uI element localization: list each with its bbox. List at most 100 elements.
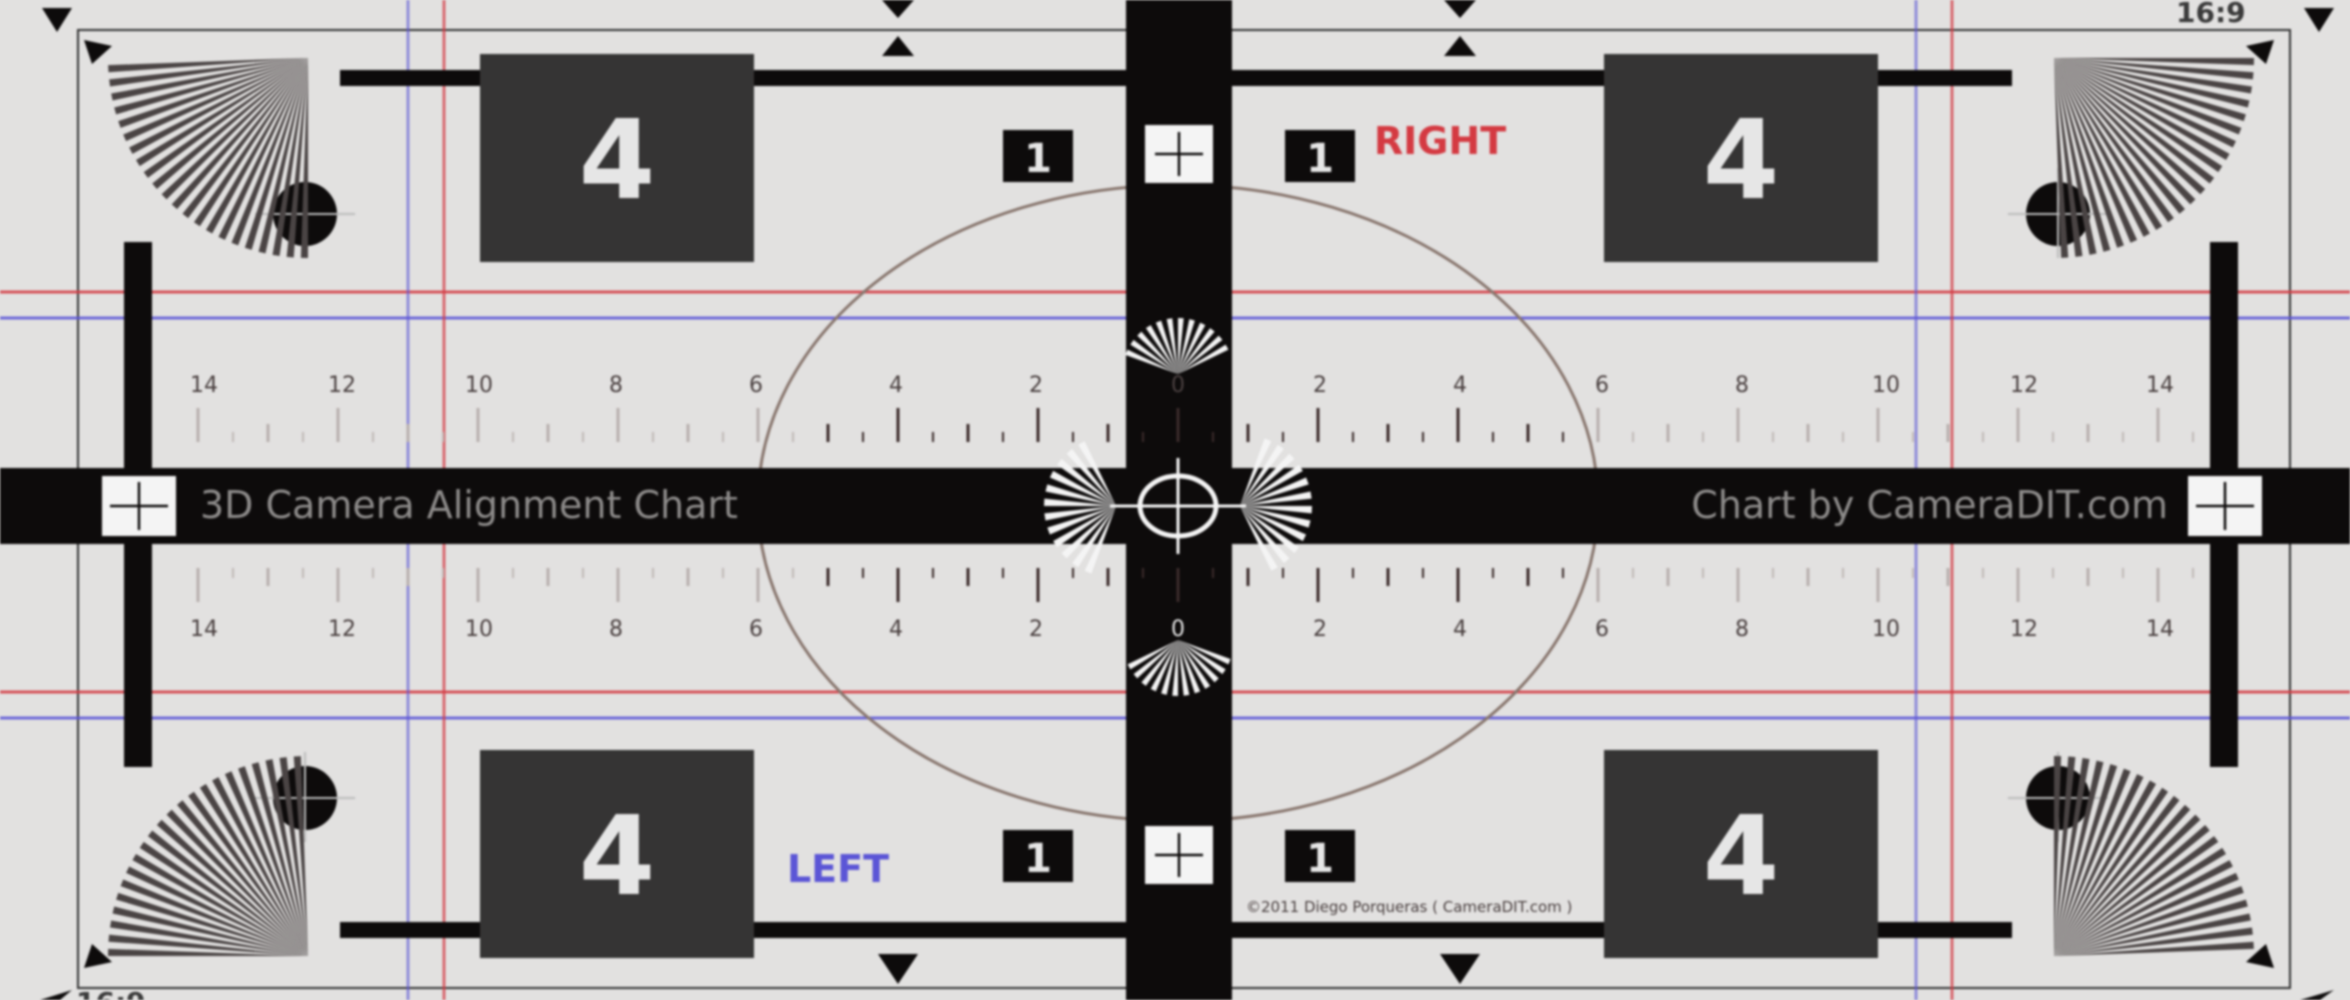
scale-label-zero-bottom: 0 — [1171, 617, 1185, 642]
star-wedge — [1240, 491, 1312, 506]
aspect-ratio-label-bottom: 16:9 — [76, 986, 146, 1000]
star-wedge — [1057, 458, 1116, 506]
star-wedge — [258, 58, 308, 254]
star-wedge — [2054, 804, 2191, 956]
scale-label: 8 — [609, 617, 623, 642]
scale-label: 4 — [889, 617, 903, 642]
scale-label: 12 — [2010, 373, 2038, 398]
star-wedge — [2054, 58, 2097, 255]
star-wedge — [2054, 768, 2131, 956]
scale-ruler-bottom — [196, 568, 2194, 602]
left-label: LEFT — [787, 847, 889, 891]
star-wedge — [272, 58, 308, 256]
star-wedge — [2054, 886, 2244, 956]
star-wedge — [1172, 640, 1178, 696]
star-wedge — [1044, 506, 1116, 521]
star-wedge — [1240, 506, 1312, 514]
star-wedge — [2054, 58, 2254, 66]
scale-label: 2 — [1313, 373, 1327, 398]
star-wedge — [231, 58, 308, 246]
star-wedge — [1240, 444, 1284, 506]
star-wedge — [111, 58, 308, 101]
copyright-text: ©2011 Diego Porqueras ( CameraDIT.com ) — [1246, 898, 1572, 916]
star-wedge — [1066, 448, 1116, 506]
triangle-markers — [878, 0, 1480, 984]
scale-label: 12 — [328, 373, 356, 398]
star-wedge — [1178, 640, 1201, 694]
star-wedge — [2054, 774, 2144, 956]
small-box-top-right: 1 — [1285, 130, 1355, 182]
star-wedge — [2054, 756, 2062, 956]
star-wedge — [1145, 325, 1178, 374]
star-wedge — [161, 58, 308, 200]
star-wedge — [1240, 477, 1309, 506]
star-wedge — [112, 906, 309, 956]
scale-label: 4 — [889, 373, 903, 398]
scale-label: 10 — [1872, 617, 1900, 642]
star-wedge — [238, 766, 308, 956]
svg-text:1: 1 — [1024, 136, 1052, 182]
star-wedge — [2054, 58, 2223, 173]
star-wedge — [2054, 58, 2246, 122]
scale-label: 10 — [465, 373, 493, 398]
star-wedge — [143, 58, 308, 178]
star-wedge — [108, 934, 308, 956]
star-wedge — [205, 58, 308, 234]
star-wedge — [2054, 58, 2250, 108]
star-wedge — [2054, 58, 2236, 148]
star-wedge — [1240, 506, 1299, 554]
star-wedge — [2054, 58, 2242, 135]
star-wedge — [244, 58, 308, 250]
scale-label: 6 — [1595, 617, 1609, 642]
scale-labels-bottom: 0 14 12 10 8 6 4 2 2 4 6 8 10 12 14 — [190, 617, 2174, 642]
star-wedge — [1240, 438, 1272, 506]
scale-label: 14 — [2146, 617, 2174, 642]
box-top-right: 4 — [1604, 54, 1878, 262]
star-wedge — [2054, 941, 2254, 956]
star-wedge — [1178, 318, 1184, 374]
small-number-boxes: 1 1 1 1 — [1003, 130, 1355, 882]
star-wedge — [2054, 58, 2083, 257]
star-wedge — [139, 841, 308, 956]
scale-label: 8 — [1735, 617, 1749, 642]
star-wedge — [1053, 506, 1116, 548]
small-box-bottom-right: 1 — [1285, 830, 1355, 882]
aspect-ratio-label: 16:9 — [2176, 0, 2246, 29]
scale-labels-top: 0 14 12 10 8 6 4 2 2 4 6 8 10 12 14 — [190, 373, 2174, 398]
scale-label: 6 — [749, 617, 763, 642]
star-wedge — [1240, 506, 1307, 542]
star-wedge — [1178, 344, 1229, 374]
scale-ruler-top — [196, 408, 2194, 442]
plus-box-icon — [102, 125, 2262, 884]
star-wedge — [2054, 58, 2254, 80]
star-wedge — [109, 58, 309, 87]
box-top-left: 4 — [480, 54, 754, 262]
svg-text:1: 1 — [1024, 836, 1052, 882]
star-wedge — [1178, 319, 1195, 374]
star-wedge — [2054, 927, 2253, 956]
star-wedge — [108, 948, 308, 956]
star-wedge — [2054, 860, 2233, 956]
star-wedge — [1127, 640, 1178, 670]
star-wedge — [2054, 756, 2076, 956]
star-wedge — [265, 759, 308, 956]
star-wedge — [212, 777, 308, 956]
scale-label: 2 — [1313, 617, 1327, 642]
star-wedge — [1072, 506, 1116, 568]
star-wedge — [2054, 58, 2185, 214]
star-wedge — [129, 58, 308, 154]
scale-label: 10 — [465, 617, 493, 642]
star-wedge — [218, 58, 308, 240]
star-wedge — [114, 58, 308, 115]
star-wedge — [2054, 913, 2251, 956]
scale-label: 14 — [2146, 373, 2174, 398]
scale-label: 6 — [1595, 373, 1609, 398]
star-wedge — [1084, 506, 1116, 574]
star-wedge — [279, 757, 308, 956]
star-wedge — [199, 783, 308, 956]
star-wedge — [1044, 498, 1116, 506]
star-wedge — [1078, 441, 1116, 506]
star-wedge — [1240, 464, 1303, 506]
star-wedge — [300, 58, 308, 258]
